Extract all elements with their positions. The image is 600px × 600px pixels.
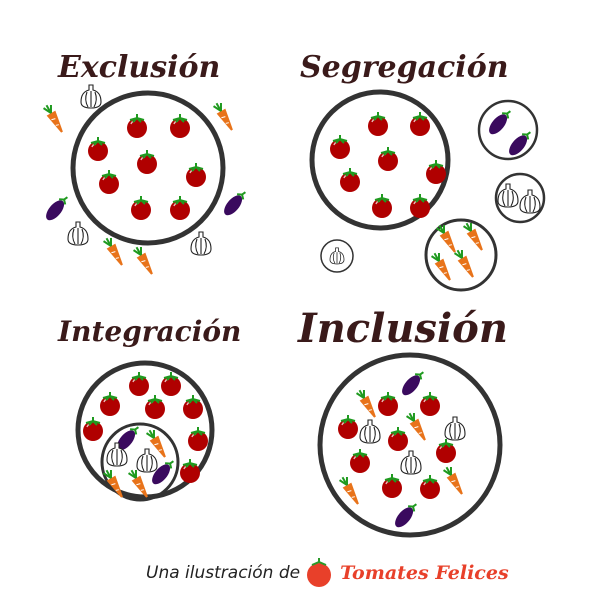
carrot-icon (441, 463, 468, 498)
tomato-icon (339, 167, 361, 193)
carrot-icon (354, 386, 381, 421)
tomato-icon (377, 146, 399, 172)
tomato-icon (409, 193, 431, 219)
tomato-icon (136, 149, 158, 175)
tomato-icon (169, 113, 191, 139)
carrot-icon (211, 99, 238, 134)
tomato-icon (371, 193, 393, 219)
tomato-icon (128, 371, 150, 397)
group-circle (100, 422, 180, 502)
group-circle (70, 90, 226, 246)
carrot-icon (41, 101, 68, 136)
tomato-icon (182, 394, 204, 420)
group-circle (424, 218, 498, 292)
tomato-icon (337, 414, 359, 440)
garlic-icon (444, 416, 466, 441)
tomato-icon (425, 159, 447, 185)
eggplant-icon (504, 126, 536, 160)
tomato-icon (377, 391, 399, 417)
title-inclusion: Inclusión (298, 305, 508, 352)
group-circle (494, 172, 546, 224)
tomato-logo-icon (307, 558, 332, 587)
tomato-icon (185, 162, 207, 188)
carrot-icon (404, 409, 431, 444)
title-segregation: Segregación (300, 50, 509, 85)
carrot-icon (131, 243, 158, 278)
garlic-icon (80, 84, 102, 109)
garlic-icon (136, 448, 158, 473)
eggplant-icon (390, 498, 422, 532)
tomato-icon (130, 195, 152, 221)
tomato-icon (179, 458, 201, 484)
tomato-icon (409, 111, 431, 137)
carrot-icon (452, 246, 479, 281)
eggplant-icon (41, 191, 73, 225)
garlic-icon (67, 221, 89, 246)
garlic-icon (190, 231, 212, 256)
tomato-icon (144, 394, 166, 420)
group-circle (309, 89, 451, 231)
tomato-icon (329, 134, 351, 160)
tomato-icon (82, 416, 104, 442)
tomato-icon (419, 391, 441, 417)
tomato-icon (126, 113, 148, 139)
group-circle (317, 352, 503, 538)
tomato-icon (187, 426, 209, 452)
garlic-icon (359, 419, 381, 444)
footer-text: Una ilustración de (146, 563, 301, 583)
tomato-icon (387, 426, 409, 452)
tomato-icon (419, 474, 441, 500)
tomato-icon (98, 169, 120, 195)
group-circle (320, 239, 354, 273)
tomato-icon (435, 438, 457, 464)
garlic-icon (497, 183, 519, 208)
footer-credit: Una ilustración de Tomates Felices (146, 558, 509, 588)
tomato-icon (99, 391, 121, 417)
group-circle (477, 99, 539, 161)
carrot-icon (461, 219, 488, 254)
garlic-icon (329, 247, 345, 265)
tomato-icon (160, 371, 182, 397)
eggplant-icon (397, 366, 429, 400)
eggplant-icon (219, 186, 251, 220)
title-integration: Integración (58, 315, 242, 348)
tomato-icon (381, 473, 403, 499)
tomato-icon (367, 111, 389, 137)
tomato-icon (169, 195, 191, 221)
eggplant-icon (484, 105, 516, 139)
footer-brand: Tomates Felices (340, 562, 509, 584)
tomato-icon (349, 448, 371, 474)
title-exclusion: Exclusión (58, 50, 221, 85)
tomato-icon (87, 136, 109, 162)
garlic-icon (400, 450, 422, 475)
group-circle (75, 360, 215, 500)
garlic-icon (519, 189, 541, 214)
